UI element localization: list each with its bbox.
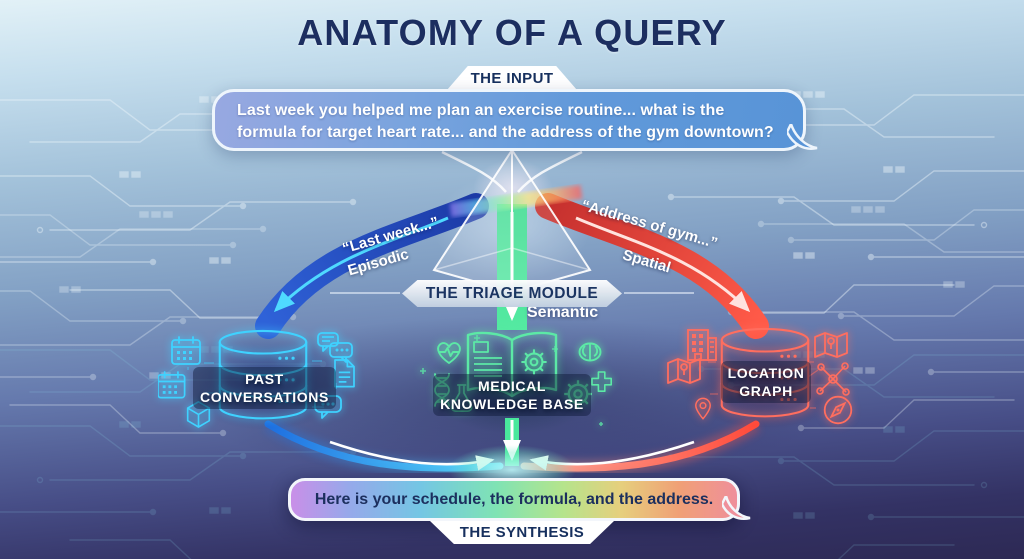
prism-icon xyxy=(432,146,592,294)
building-icon xyxy=(687,329,717,361)
heart-pulse-icon xyxy=(437,342,461,364)
triage-ribbon-line xyxy=(624,292,694,294)
user-query-bubble: Last week you helped me plan an exercise… xyxy=(212,89,818,151)
past-conversations-node xyxy=(158,329,355,428)
speech-bubble-tail xyxy=(722,496,751,520)
episodic-band xyxy=(255,193,489,339)
triage-ribbon-line xyxy=(330,292,400,294)
synthesis-answer-bubble: Here is your schedule, the formula, and … xyxy=(288,478,751,521)
calendar-icon xyxy=(158,371,186,399)
spatial-band xyxy=(535,193,769,339)
chat-bubbles-icon xyxy=(317,332,353,363)
sparkle-icon xyxy=(420,335,603,426)
location-graph-node xyxy=(667,327,853,425)
user-query-text: Last week you helped me plan an exercise… xyxy=(237,102,774,142)
episodic-arrow xyxy=(273,216,449,313)
input-section-tab: THE INPUT xyxy=(447,66,577,90)
medical-knowledge-node xyxy=(420,330,613,426)
synthesis-answer-text: Here is your schedule, the formula, and … xyxy=(314,490,714,508)
synthesis-section-tab: THE SYNTHESIS xyxy=(430,521,614,544)
document-icon xyxy=(334,359,355,388)
triage-module-badge: THE TRIAGE MODULE xyxy=(402,280,622,307)
speech-bubble-tail xyxy=(787,124,818,150)
calendar-icon xyxy=(171,336,201,365)
semantic-label: Semantic xyxy=(527,304,599,321)
page-title: ANATOMY OF A QUERY xyxy=(297,12,727,53)
spatial-arrow xyxy=(575,216,751,313)
brain-icon xyxy=(578,342,602,362)
map-pin-icon xyxy=(814,332,848,358)
